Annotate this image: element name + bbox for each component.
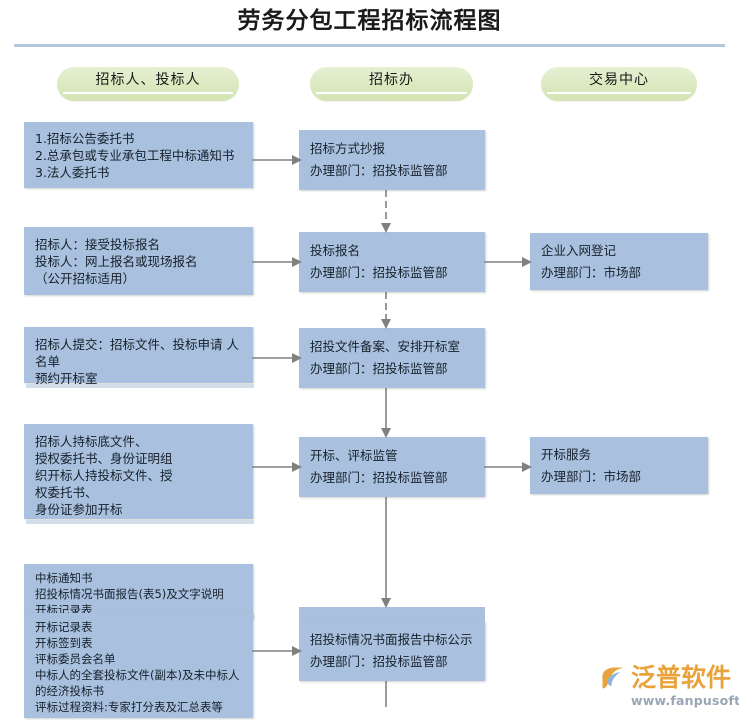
box-award-notice-lower-text: 开标记录表 开标签到表 评标委员会名单 中标人的全套投标文件(副本)及未中标人 … xyxy=(35,620,240,714)
box-bid-method-report: 招标方式抄报 办理部门：招投标监管部 xyxy=(299,130,485,190)
arrow-col2-to-col3-2 xyxy=(482,453,534,481)
pill-separator xyxy=(63,92,233,94)
page-title: 劳务分包工程招标流程图 xyxy=(237,8,502,34)
box-bid-opening-service-dept: 办理部门：市场部 xyxy=(541,469,642,484)
fanpu-logo-icon xyxy=(602,667,624,689)
box-document-filing: 招投文件备案、安排开标室 办理部门：招投标监管部 xyxy=(299,328,485,388)
arrow-col2-step4-to-step5 xyxy=(378,497,394,609)
column-header-bid-office: 招标办 xyxy=(310,67,473,101)
column-header-trading-center: 交易中心 xyxy=(541,67,697,101)
arrow-col1-to-col2-5 xyxy=(250,637,304,665)
box-award-notice-upper: 中标通知书 招投标情况书面报告(表5)及文字说明 开标记录表 xyxy=(24,564,253,619)
box-bid-opening-service-title: 开标服务 xyxy=(541,447,592,462)
box-bid-registration-dept: 办理部门：招投标监管部 xyxy=(310,265,448,280)
watermark: 泛普软件 www.fanpusoft.com xyxy=(598,663,739,715)
box-award-notice-upper-text: 中标通知书 招投标情况书面报告(表5)及文字说明 开标记录表 xyxy=(35,571,224,617)
box-result-announcement-overlap-strip xyxy=(299,607,485,623)
line-col2-step5-tail xyxy=(378,681,394,707)
arrow-col2-step3-to-step4 xyxy=(378,388,394,439)
box-enterprise-network-registration-dept: 办理部门：市场部 xyxy=(541,265,642,280)
box-bid-method-report-dept: 办理部门：招投标监管部 xyxy=(310,163,448,178)
box-shadow-bar xyxy=(26,520,254,524)
box-result-announcement: 招投标情况书面报告中标公示 办理部门：招投标监管部 xyxy=(299,621,485,681)
box-documents-required: 1.招标公告委托书 2.总承包或专业承包工程中标通知书 3.法人委托书 xyxy=(24,122,253,188)
arrow-col1-to-col2-3 xyxy=(250,344,304,372)
watermark-brand-row: 泛普软件 xyxy=(598,663,731,693)
arrow-col1-to-col2-4 xyxy=(250,453,304,481)
arrow-col2-step2-to-step3 xyxy=(378,292,394,330)
box-shadow-bar xyxy=(26,384,254,388)
box-registration-acceptance-text: 招标人：接受投标报名 投标人：网上报名或现场报名 （公开招标适用） xyxy=(35,237,198,286)
pill-separator xyxy=(316,92,467,94)
box-document-filing-title: 招投文件备案、安排开标室 xyxy=(310,339,461,354)
pill-separator xyxy=(547,92,691,94)
arrow-col1-to-col2-1 xyxy=(250,146,304,174)
box-attend-bid-opening: 招标人持标底文件、 授权委托书、身份证明组 织开标人持投标文件、授 权委托书、 … xyxy=(24,424,253,519)
box-bid-method-report-title: 招标方式抄报 xyxy=(310,141,386,156)
box-attend-bid-opening-text: 招标人持标底文件、 授权委托书、身份证明组 织开标人持投标文件、授 权委托书、 … xyxy=(35,434,173,517)
column-header-trading-center-label: 交易中心 xyxy=(589,72,649,88)
arrow-col1-to-col2-2 xyxy=(250,248,304,276)
box-bid-registration-title: 投标报名 xyxy=(310,243,361,258)
watermark-brand-text: 泛普软件 xyxy=(631,663,732,692)
box-bid-opening-service: 开标服务 办理部门：市场部 xyxy=(530,437,708,494)
box-award-notice-lower: 开标记录表 开标签到表 评标委员会名单 中标人的全套投标文件(副本)及未中标人 … xyxy=(24,613,253,718)
box-document-filing-dept: 办理部门：招投标监管部 xyxy=(310,361,448,376)
column-header-bid-office-label: 招标办 xyxy=(369,72,414,88)
box-documents-required-text: 1.招标公告委托书 2.总承包或专业承包工程中标通知书 3.法人委托书 xyxy=(35,131,235,180)
box-enterprise-network-registration-title: 企业入网登记 xyxy=(541,243,617,258)
box-bid-opening-supervision-title: 开标、评标监管 xyxy=(310,448,398,463)
box-bid-opening-supervision: 开标、评标监管 办理部门：招投标监管部 xyxy=(299,437,485,497)
box-submit-bid-documents-text: 招标人提交：招标文件、投标申请 人名单 预约开标室 xyxy=(35,337,239,386)
box-result-announcement-dept: 办理部门：招投标监管部 xyxy=(310,654,448,669)
box-result-announcement-title: 招投标情况书面报告中标公示 xyxy=(310,632,473,647)
title-divider xyxy=(14,44,725,47)
box-bid-registration: 投标报名 办理部门：招投标监管部 xyxy=(299,232,485,292)
arrow-col2-to-col3-1 xyxy=(482,248,534,276)
box-submit-bid-documents: 招标人提交：招标文件、投标申请 人名单 预约开标室 xyxy=(24,327,253,386)
arrow-col2-step1-to-step2 xyxy=(378,190,394,234)
column-header-bidder: 招标人、投标人 xyxy=(57,67,239,101)
box-registration-acceptance: 招标人：接受投标报名 投标人：网上报名或现场报名 （公开招标适用） xyxy=(24,227,253,295)
box-enterprise-network-registration: 企业入网登记 办理部门：市场部 xyxy=(530,233,708,290)
column-header-bidder-label: 招标人、投标人 xyxy=(95,72,201,88)
box-bid-opening-supervision-dept: 办理部门：招投标监管部 xyxy=(310,470,448,485)
watermark-url-text: www.fanpusoft.com xyxy=(631,693,739,708)
